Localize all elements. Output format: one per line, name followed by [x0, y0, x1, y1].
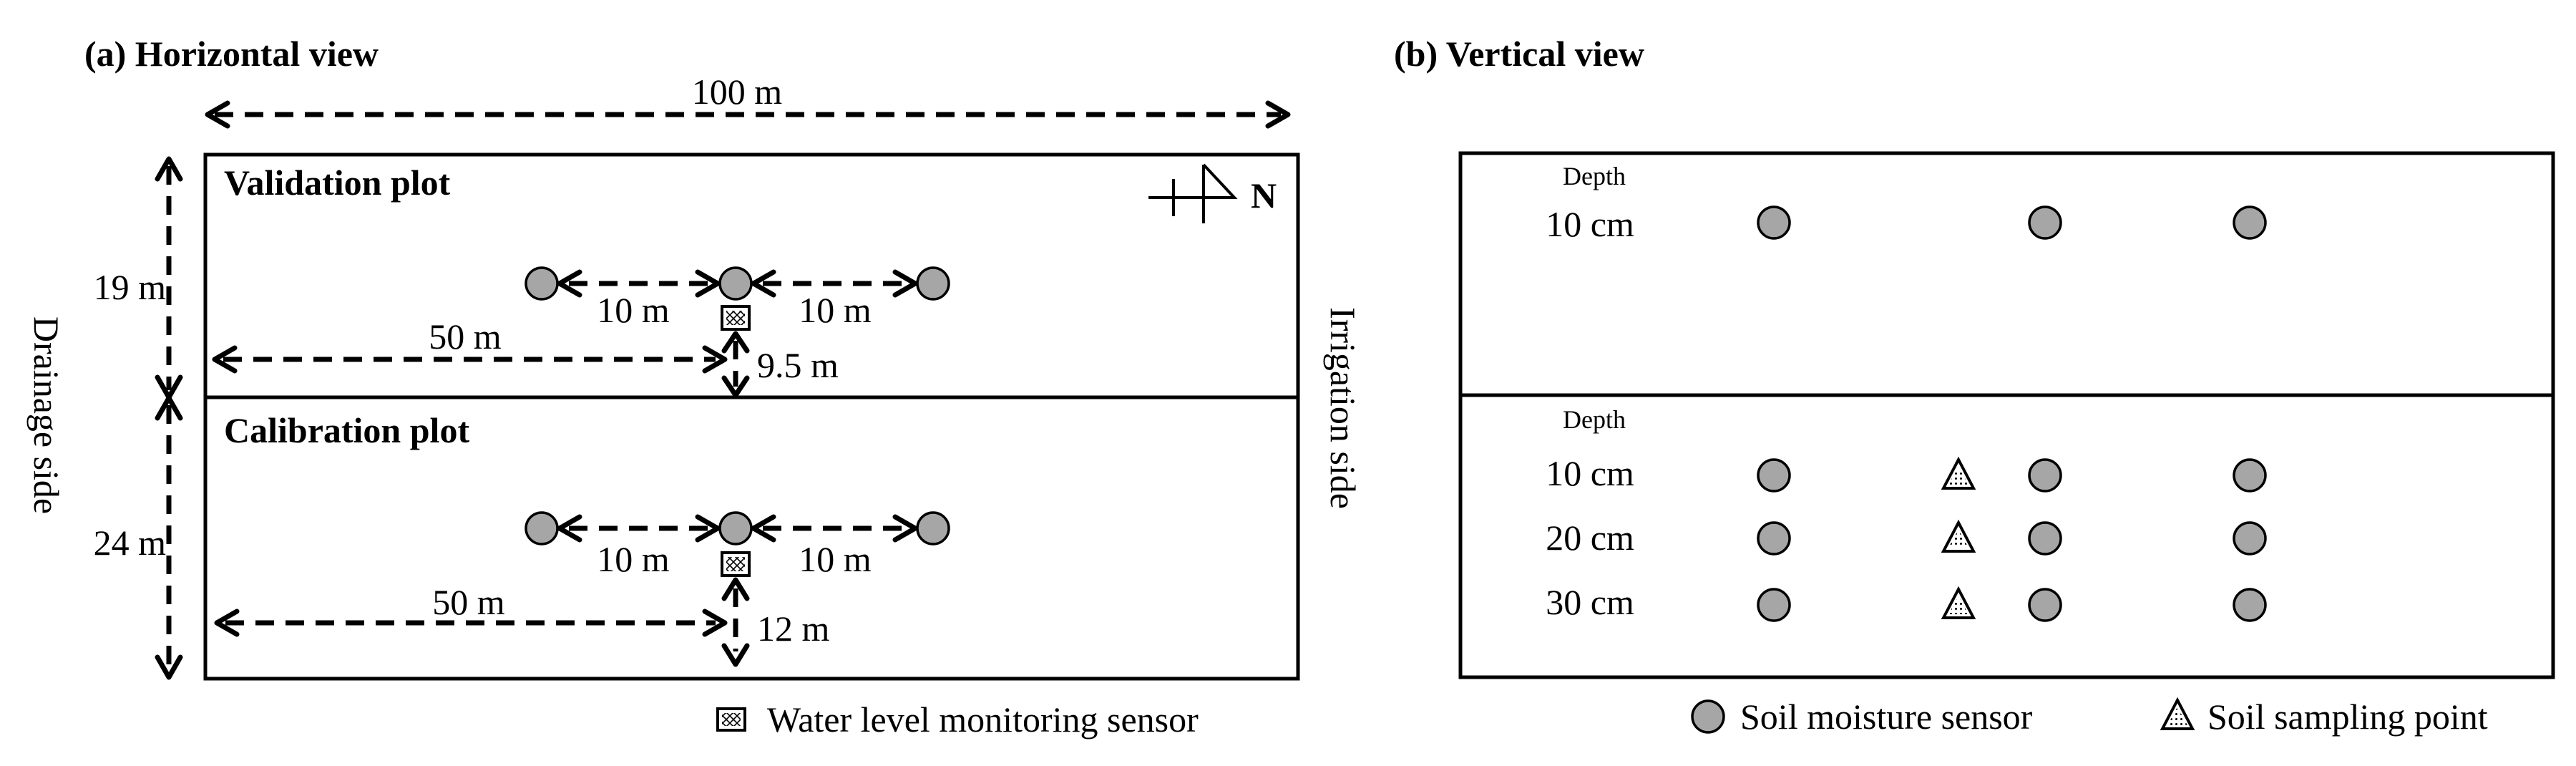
soil-moisture-sensor-icon [1757, 588, 1791, 622]
validation-distance-arrow [212, 345, 728, 374]
validation-right-spacing-label: 10 m [799, 290, 872, 330]
legend-soil-moisture-label: Soil moisture sensor [1740, 697, 2033, 737]
soil-moisture-sensor-icon [2233, 521, 2267, 556]
soil-moisture-sensor-icon [2028, 458, 2062, 493]
water-level-sensor-icon [721, 551, 751, 577]
north-label: N [1251, 175, 1277, 215]
calibration-height-arrow [155, 395, 183, 680]
soil-moisture-sensor-icon [2233, 458, 2267, 493]
drainage-side-label: Drainage side [26, 316, 67, 514]
soil-moisture-sensor-icon [1757, 521, 1791, 556]
depth-row-20cm [1757, 519, 2267, 556]
soil-moisture-sensor-icon [525, 511, 559, 546]
soil-moisture-sensor-icon [2028, 521, 2062, 556]
calibration-height-label: 24 m [94, 523, 167, 563]
validation-depth-label: 9.5 m [757, 345, 839, 385]
soil-moisture-sensor-icon [1757, 458, 1791, 493]
depth-label-10cm: 10 cm [1546, 453, 1634, 493]
width-label: 100 m [692, 72, 783, 112]
north-arrow-icon [1148, 163, 1238, 223]
soil-moisture-sensor-icon [1757, 205, 1791, 240]
soil-moisture-sensor-icon [2233, 205, 2267, 240]
validation-distance-label: 50 m [429, 316, 502, 357]
top-depth-label: 10 cm [1546, 204, 1634, 244]
legend-water-level: Water level monitoring sensor [716, 699, 1199, 740]
legend-soil-sampling-label: Soil sampling point [2207, 697, 2488, 737]
top-depth-header: Depth [1563, 162, 1626, 190]
depth-label-20cm: 20 cm [1546, 518, 1634, 558]
calibration-right-spacing-label: 10 m [799, 539, 872, 579]
depth-label-30cm: 30 cm [1546, 582, 1634, 622]
soil-moisture-sensor-icon [916, 511, 950, 546]
irrigation-side-label: Irrigation side [1323, 307, 1363, 509]
validation-sensor-row [525, 266, 950, 301]
calibration-plot-title: Calibration plot [224, 410, 469, 450]
soil-moisture-sensor-icon [2233, 588, 2267, 622]
soil-moisture-sensor-icon [916, 266, 950, 301]
depth-row-30cm [1757, 586, 2267, 622]
calibration-left-spacing-label: 10 m [597, 539, 670, 579]
calibration-distance-label: 50 m [432, 582, 505, 622]
calibration-depth-arrow [721, 577, 750, 667]
validation-plot-title: Validation plot [224, 163, 451, 203]
panel-b: (b) Vertical view Depth 10 cm Depth 10 c… [1394, 34, 2555, 737]
calibration-distance-arrow [214, 609, 728, 637]
soil-moisture-sensor-icon [2028, 205, 2062, 240]
field-frame [203, 152, 1300, 681]
soil-moisture-sensor-icon [718, 511, 753, 546]
width-dimension-arrow [205, 100, 1291, 129]
vertical-frame [1458, 151, 2555, 679]
legend-soil-moisture: Soil moisture sensor [1691, 697, 2033, 737]
legend-water-level-label: Water level monitoring sensor [767, 699, 1199, 740]
calibration-depth-label: 12 m [757, 609, 830, 649]
panel-a: (a) Horizontal view 100 m Validation plo… [26, 34, 1363, 740]
soil-moisture-sensor-icon [1691, 699, 1725, 734]
panel-b-title: (b) Vertical view [1394, 34, 1644, 74]
bottom-depth-header: Depth [1563, 405, 1626, 434]
validation-left-spacing-label: 10 m [597, 290, 670, 330]
validation-depth-arrow [721, 331, 750, 398]
soil-moisture-sensor-icon [2028, 588, 2062, 622]
water-level-sensor-icon [721, 305, 751, 331]
depth-row-10cm [1757, 456, 2267, 493]
water-level-sensor-icon [716, 707, 746, 732]
soil-moisture-sensor-icon [525, 266, 559, 301]
soil-moisture-sensor-icon [718, 266, 753, 301]
legend-soil-sampling: Soil sampling point [2160, 697, 2488, 737]
calibration-sensor-row [525, 511, 950, 546]
panel-a-title: (a) Horizontal view [84, 34, 379, 74]
validation-height-label: 19 m [94, 267, 167, 307]
